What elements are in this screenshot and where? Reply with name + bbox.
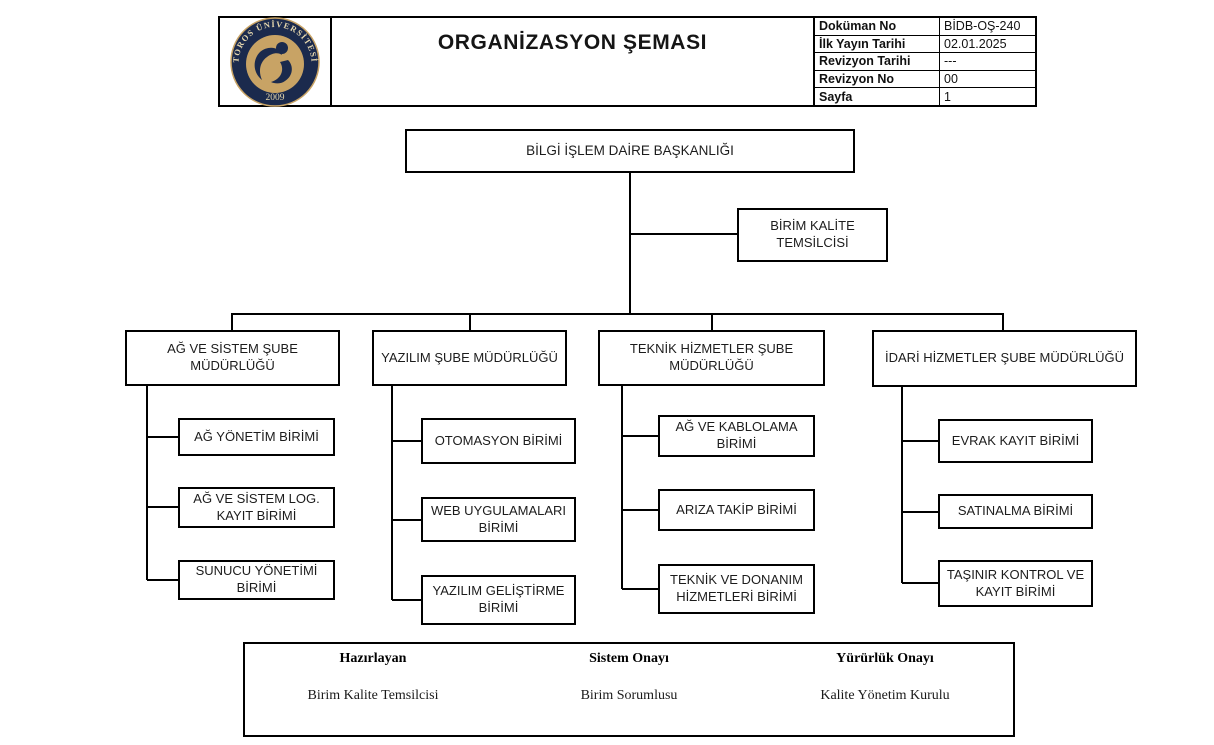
logo-year-text: 2009 [266, 93, 285, 103]
approval-title: Yürürlük Onayı [836, 651, 934, 666]
root-connector-lines [629, 173, 737, 314]
doc-info-table: Doküman No BİDB-OŞ-240 İlk Yayın Tarihi … [813, 18, 1035, 105]
doc-info-label: Doküman No [815, 18, 940, 35]
doc-info-row: Revizyon Tarihi --- [815, 53, 1035, 71]
doc-info-label: Revizyon Tarihi [815, 53, 940, 70]
org-box-col3-child3: TEKNİK VE DONANIM HİZMETLERİ BİRİMİ [658, 564, 815, 614]
doc-info-row: Doküman No BİDB-OŞ-240 [815, 18, 1035, 36]
org-box-quality-representative: BİRİM KALİTE TEMSİLCİSİ [737, 208, 888, 262]
doc-info-row: Sayfa 1 [815, 88, 1035, 105]
approval-title: Hazırlayan [339, 651, 407, 666]
org-box-col1-head: AĞ VE SİSTEM ŞUBE MÜDÜRLÜĞÜ [125, 330, 340, 386]
university-logo-icon: TOROS ÜNİVERSİTESİ 2009 [230, 16, 320, 107]
org-box-col3-head: TEKNİK HİZMETLER ŞUBE MÜDÜRLÜĞÜ [598, 330, 825, 386]
approval-cell-system-approval: Sistem Onayı Birim Sorumlusu [501, 644, 757, 735]
doc-info-value: 1 [944, 89, 951, 104]
org-box-col4-child2: SATINALMA BİRİMİ [938, 494, 1093, 529]
title-cell: ORGANİZASYON ŞEMASI [332, 18, 813, 105]
doc-info-row: Revizyon No 00 [815, 70, 1035, 89]
approval-cell-enforcement-approval: Yürürlük Onayı Kalite Yönetim Kurulu [757, 644, 1013, 735]
approval-value: Birim Kalite Temsilcisi [307, 688, 439, 703]
org-box-col3-child2: ARIZA TAKİP BİRİMİ [658, 489, 815, 531]
org-box-col1-child2: AĞ VE SİSTEM LOG. KAYIT BİRİMİ [178, 487, 335, 528]
doc-info-value: 00 [944, 72, 958, 87]
approval-title: Sistem Onayı [589, 651, 669, 666]
org-box-col2-child3: YAZILIM GELİŞTİRME BİRİMİ [421, 575, 576, 625]
page-title: ORGANİZASYON ŞEMASI [437, 31, 708, 54]
logo-cell: TOROS ÜNİVERSİTESİ 2009 [220, 16, 332, 107]
org-box-col4-child3: TAŞINIR KONTROL VE KAYIT BİRİMİ [938, 560, 1093, 607]
doc-info-value: --- [944, 54, 957, 69]
approval-cell-prepared-by: Hazırlayan Birim Kalite Temsilcisi [245, 644, 501, 735]
child-connector-lines [147, 435, 938, 601]
org-box-col2-child1: OTOMASYON BİRİMİ [421, 418, 576, 464]
org-box-col1-child3: SUNUCU YÖNETİMİ BİRİMİ [178, 560, 335, 600]
doc-info-value: BİDB-OŞ-240 [944, 19, 1021, 34]
org-box-root: BİLGİ İŞLEM DAİRE BAŞKANLIĞI [405, 129, 855, 173]
doc-info-row: İlk Yayın Tarihi 02.01.2025 [815, 35, 1035, 54]
approval-table: Hazırlayan Birim Kalite Temsilcisi Siste… [243, 642, 1015, 737]
org-box-col2-head: YAZILIM ŞUBE MÜDÜRLÜĞÜ [372, 330, 567, 386]
org-box-col2-child2: WEB UYGULAMALARI BİRİMİ [421, 497, 576, 542]
doc-info-value: 02.01.2025 [944, 36, 1007, 51]
level2-branch-lines [231, 313, 1004, 330]
doc-info-label: Sayfa [815, 88, 940, 105]
org-box-col4-child1: EVRAK KAYIT BİRİMİ [938, 419, 1093, 463]
approval-value: Birim Sorumlusu [580, 688, 678, 703]
doc-info-label: Revizyon No [815, 70, 940, 88]
approval-value: Kalite Yönetim Kurulu [820, 688, 950, 703]
org-box-col1-child1: AĞ YÖNETİM BİRİMİ [178, 418, 335, 456]
document-header: TOROS ÜNİVERSİTESİ 2009 ORGANİZASYON ŞEM… [218, 16, 1037, 107]
doc-info-label: İlk Yayın Tarihi [815, 35, 940, 53]
org-box-col4-head: İDARİ HİZMETLER ŞUBE MÜDÜRLÜĞÜ [872, 330, 1137, 387]
column-spine-lines [146, 386, 903, 600]
org-box-col3-child1: AĞ VE KABLOLAMA BİRİMİ [658, 415, 815, 457]
